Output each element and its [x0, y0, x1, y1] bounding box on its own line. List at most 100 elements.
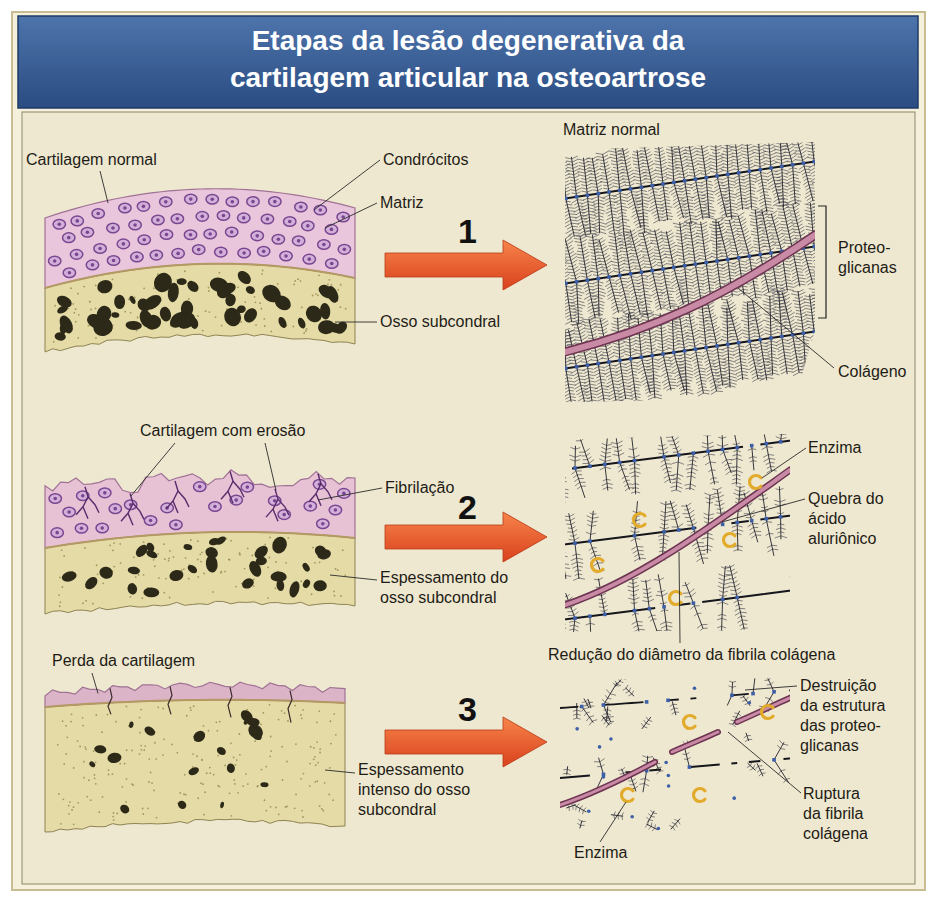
link-protein [802, 161, 806, 165]
link-protein [575, 195, 579, 199]
bone-stipple [183, 568, 185, 570]
link-protein [629, 187, 633, 191]
link-protein [666, 699, 670, 703]
matrix-detail [560, 667, 800, 831]
bone-stipple [139, 753, 141, 755]
part-label: Ruptura da fibrila colágena [803, 784, 873, 844]
link-protein [793, 756, 797, 760]
bone-cavity [224, 293, 237, 308]
chondrocyte-nucleus [284, 254, 288, 258]
chondrocyte-nucleus [222, 214, 226, 218]
link-protein [661, 352, 665, 356]
part-label: Quebra do ácido aluriônico [808, 489, 888, 549]
bone-stipple [215, 721, 217, 723]
bone-stipple [144, 745, 146, 747]
chondrocyte [184, 230, 196, 240]
bone-stipple [285, 562, 287, 564]
bone-stipple [239, 554, 241, 556]
bone-stipple [237, 286, 239, 288]
cartilage-fissure [121, 513, 128, 521]
bone-stipple [261, 273, 263, 275]
link-protein [596, 362, 600, 366]
hyaluronic-acid-chain [602, 702, 644, 705]
bone-stipple [197, 540, 199, 542]
link-protein [672, 351, 676, 355]
link-protein [721, 598, 725, 602]
matrix-fragment-dot [602, 775, 606, 779]
bone-stipple [303, 332, 305, 334]
bone-stipple [333, 591, 335, 593]
bone-stipple [113, 812, 115, 814]
bone-cavity [55, 293, 74, 310]
bone-stipple [125, 801, 127, 803]
bone-stipple [196, 755, 198, 757]
subchondral-bone [45, 264, 355, 352]
link-protein [662, 605, 666, 609]
leader-line [600, 802, 626, 842]
bone-stipple [95, 783, 97, 785]
link-protein [704, 176, 708, 180]
link-protein [704, 346, 708, 350]
chondrocyte-nucleus [98, 247, 102, 251]
bone-cavity [302, 578, 312, 589]
bone-stipple [301, 717, 303, 719]
bone-stipple [244, 301, 246, 303]
part-label: Redução do diâmetro da fibrila colágena [548, 645, 835, 665]
bone-stipple [112, 278, 114, 280]
bone-stipple [77, 337, 79, 339]
bone-stipple [176, 752, 178, 754]
chondrocyte-nucleus [112, 259, 116, 263]
bone-stipple [142, 813, 144, 815]
bone-stipple [65, 753, 67, 755]
bone-cavity [127, 566, 140, 575]
bone-stipple [85, 748, 87, 750]
bone-stipple [297, 278, 299, 280]
leader-line [314, 160, 380, 210]
bone-stipple [124, 311, 126, 313]
bone-stipple [287, 537, 289, 539]
bone-stipple [181, 569, 183, 571]
bone-stipple [221, 325, 223, 327]
bone-stipple [321, 808, 323, 810]
inner-panel [22, 112, 915, 884]
bone-stipple [157, 706, 159, 708]
link-protein [573, 466, 577, 470]
bone-stipple [202, 330, 204, 332]
chondrocyte [304, 501, 316, 511]
chondrocyte-nucleus [135, 255, 139, 259]
chondrocyte-nucleus [266, 217, 270, 221]
bone-stipple [124, 763, 126, 765]
bone-stipple [85, 600, 87, 602]
chondrocyte-nucleus [123, 206, 127, 210]
matrix-fragment-dot [587, 809, 591, 813]
matrix-fragment-dot [693, 687, 697, 691]
chondrocyte [119, 203, 131, 213]
label-holder: Osso subcondral [380, 312, 500, 332]
bone-stipple [309, 763, 311, 765]
chondrocyte-nucleus [330, 262, 334, 266]
bone-stipple [78, 314, 80, 316]
chondrocyte-nucleus [200, 215, 204, 219]
link-protein [758, 253, 762, 257]
link-protein [823, 328, 827, 332]
chondrocyte [215, 247, 227, 257]
bone-stipple [319, 561, 321, 563]
bone-stipple [316, 780, 318, 782]
chondrocyte [314, 205, 326, 215]
bone-stipple [90, 309, 92, 311]
bone-stipple [329, 720, 331, 722]
leader-line [325, 203, 377, 228]
label-holder: 1 [458, 214, 477, 248]
bone-stipple [95, 284, 97, 286]
bone-stipple [119, 543, 121, 545]
bone-stipple [82, 725, 84, 727]
bone-stipple [57, 744, 59, 746]
chondrocyte-nucleus [111, 226, 115, 230]
bone-stipple [65, 725, 67, 727]
chondrocyte-nucleus [231, 200, 235, 204]
bone-cavity [111, 312, 120, 319]
bone-stipple [264, 325, 266, 327]
bone-stipple [73, 823, 75, 825]
chondrocyte [325, 225, 337, 235]
link-protein [769, 251, 773, 255]
